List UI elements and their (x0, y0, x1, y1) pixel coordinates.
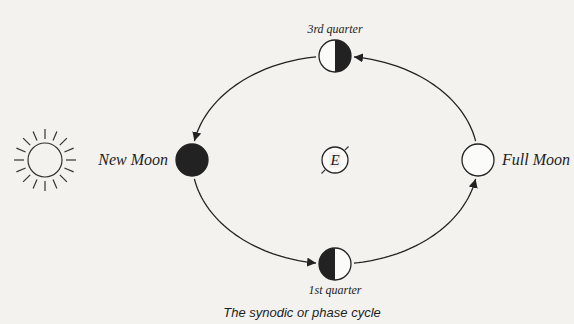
phase-label: New Moon (98, 151, 168, 169)
orbit-arrow (194, 57, 316, 141)
disc-outline (175, 143, 209, 177)
orbit-arrow (354, 57, 476, 141)
moon-new: New Moon (175, 143, 209, 177)
earth-symbol: E (321, 146, 349, 174)
earth-letter: E (329, 152, 340, 169)
figure-caption: The synodic or phase cycle (0, 305, 574, 320)
orbit-arrow (194, 179, 316, 263)
moon-full: Full Moon (461, 143, 495, 177)
disc-outline (318, 247, 352, 281)
moon-first-quarter: 1st quarter (318, 247, 352, 281)
disc-outline (461, 143, 495, 177)
phase-label: 1st quarter (309, 284, 362, 297)
phase-label: 3rd quarter (307, 23, 362, 36)
orbit-arrow (354, 179, 476, 263)
moon-third-quarter: 3rd quarter (318, 39, 352, 73)
phase-label: Full Moon (502, 151, 570, 169)
disc-outline (318, 39, 352, 73)
